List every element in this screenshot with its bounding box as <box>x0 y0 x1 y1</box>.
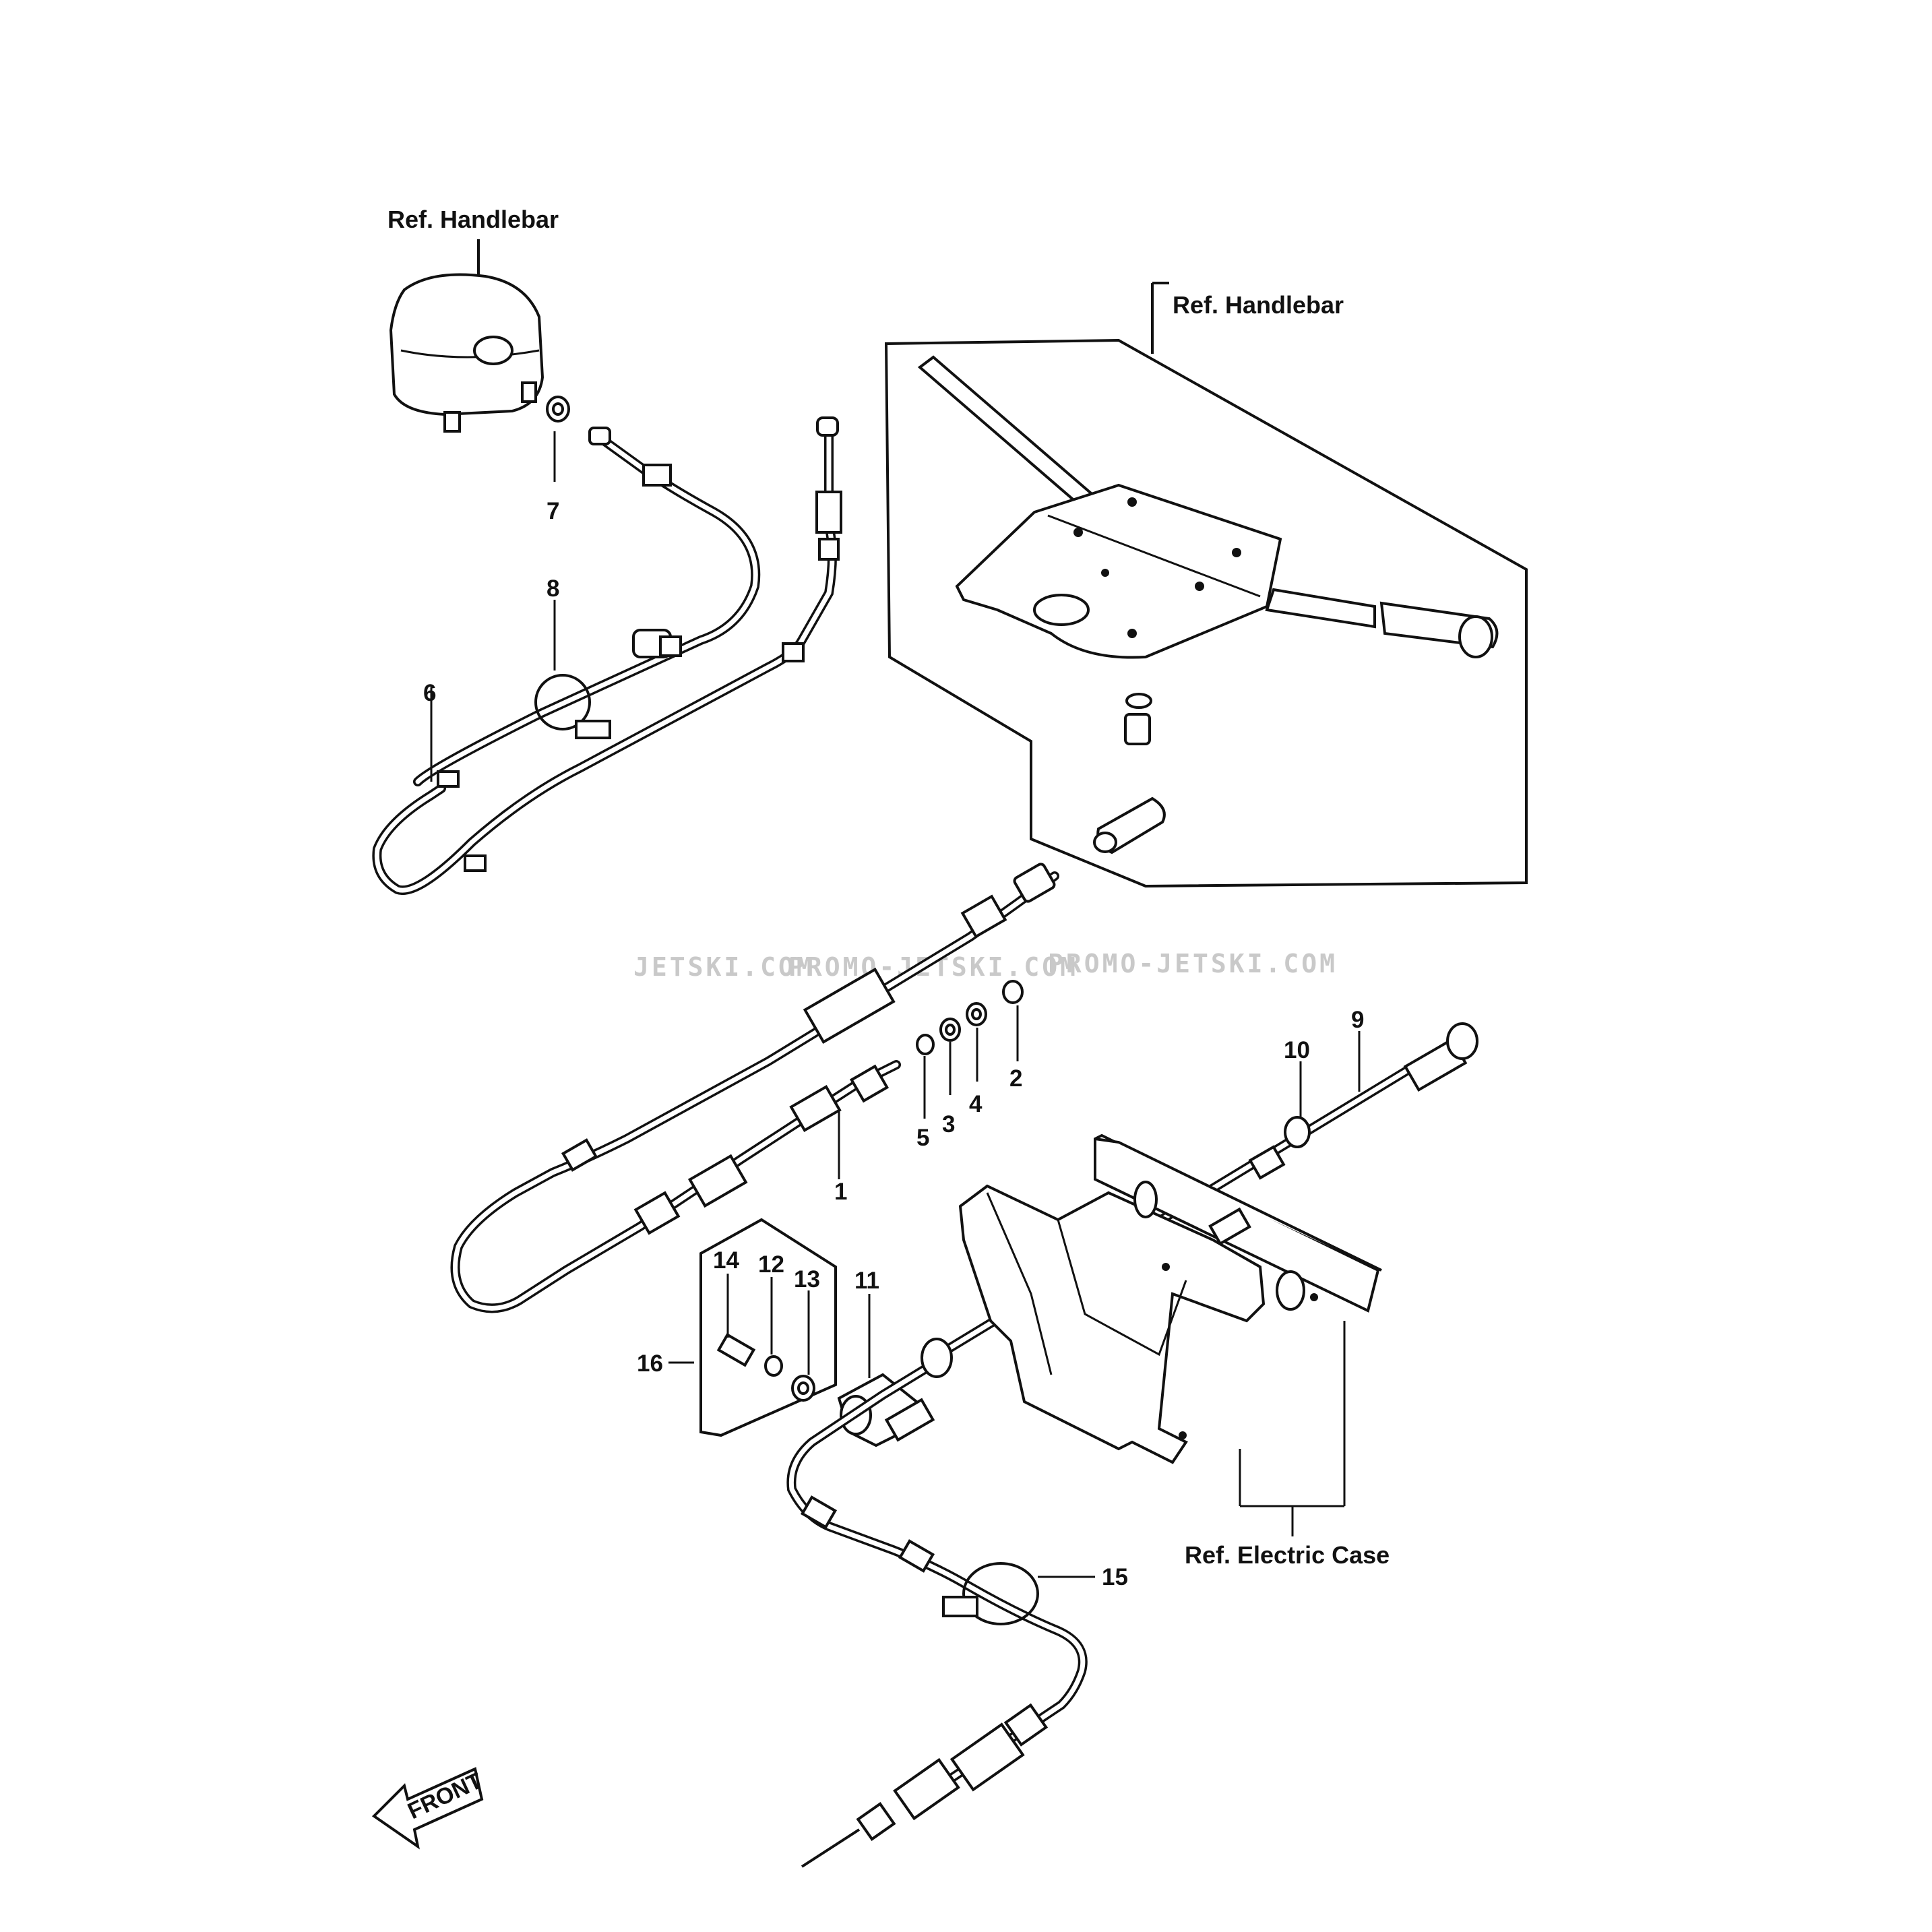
ref-handlebar-top-left: Ref. Handlebar <box>387 206 559 233</box>
callout-5: 5 <box>916 1125 929 1151</box>
electric-case-bracket <box>958 1133 1382 1536</box>
ref-electric-case: Ref. Electric Case <box>1185 1541 1390 1569</box>
callout-9: 9 <box>1351 1007 1364 1033</box>
callout-2: 2 <box>1009 1065 1022 1092</box>
ref-handlebar-right: Ref. Handlebar <box>1173 291 1344 319</box>
front-direction-arrow: FRONT <box>371 1767 487 1850</box>
threaded-end-fitting <box>801 1703 1049 1868</box>
watermark: JETSKI.COM PROMO-JETSKI.COM PROMO-JETSKI… <box>633 949 1338 982</box>
part-15-lower-cable <box>786 1338 1095 1868</box>
part-8-cable-clamp <box>534 600 611 739</box>
callout-16: 16 <box>637 1350 663 1377</box>
part-11-cable-holder <box>837 1294 935 1447</box>
callout-7: 7 <box>547 498 559 524</box>
part-1-steering-cable <box>450 863 1059 1313</box>
part-6-throttle-cable <box>372 416 842 896</box>
callout-8: 8 <box>547 575 559 602</box>
callout-10: 10 <box>1284 1037 1310 1063</box>
callout-1: 1 <box>834 1179 847 1205</box>
callout-4: 4 <box>969 1091 983 1117</box>
callout-13: 13 <box>794 1266 820 1292</box>
callout-15: 15 <box>1102 1564 1128 1590</box>
callout-11: 11 <box>854 1268 879 1294</box>
handlebar-reference-box <box>884 282 1528 888</box>
callout-3: 3 <box>942 1111 955 1138</box>
parts-2-5-nuts-washers <box>916 980 1024 1119</box>
watermark-text-1: JETSKI.COM <box>633 952 815 982</box>
callout-14: 14 <box>713 1247 739 1274</box>
handlebar-switch-housing <box>389 239 544 433</box>
callout-12: 12 <box>758 1251 784 1278</box>
callout-6: 6 <box>423 680 436 706</box>
part-7-washer <box>546 396 570 482</box>
watermark-text-3: PROMO-JETSKI.COM <box>1048 949 1338 978</box>
kit-16-box <box>668 1218 837 1437</box>
